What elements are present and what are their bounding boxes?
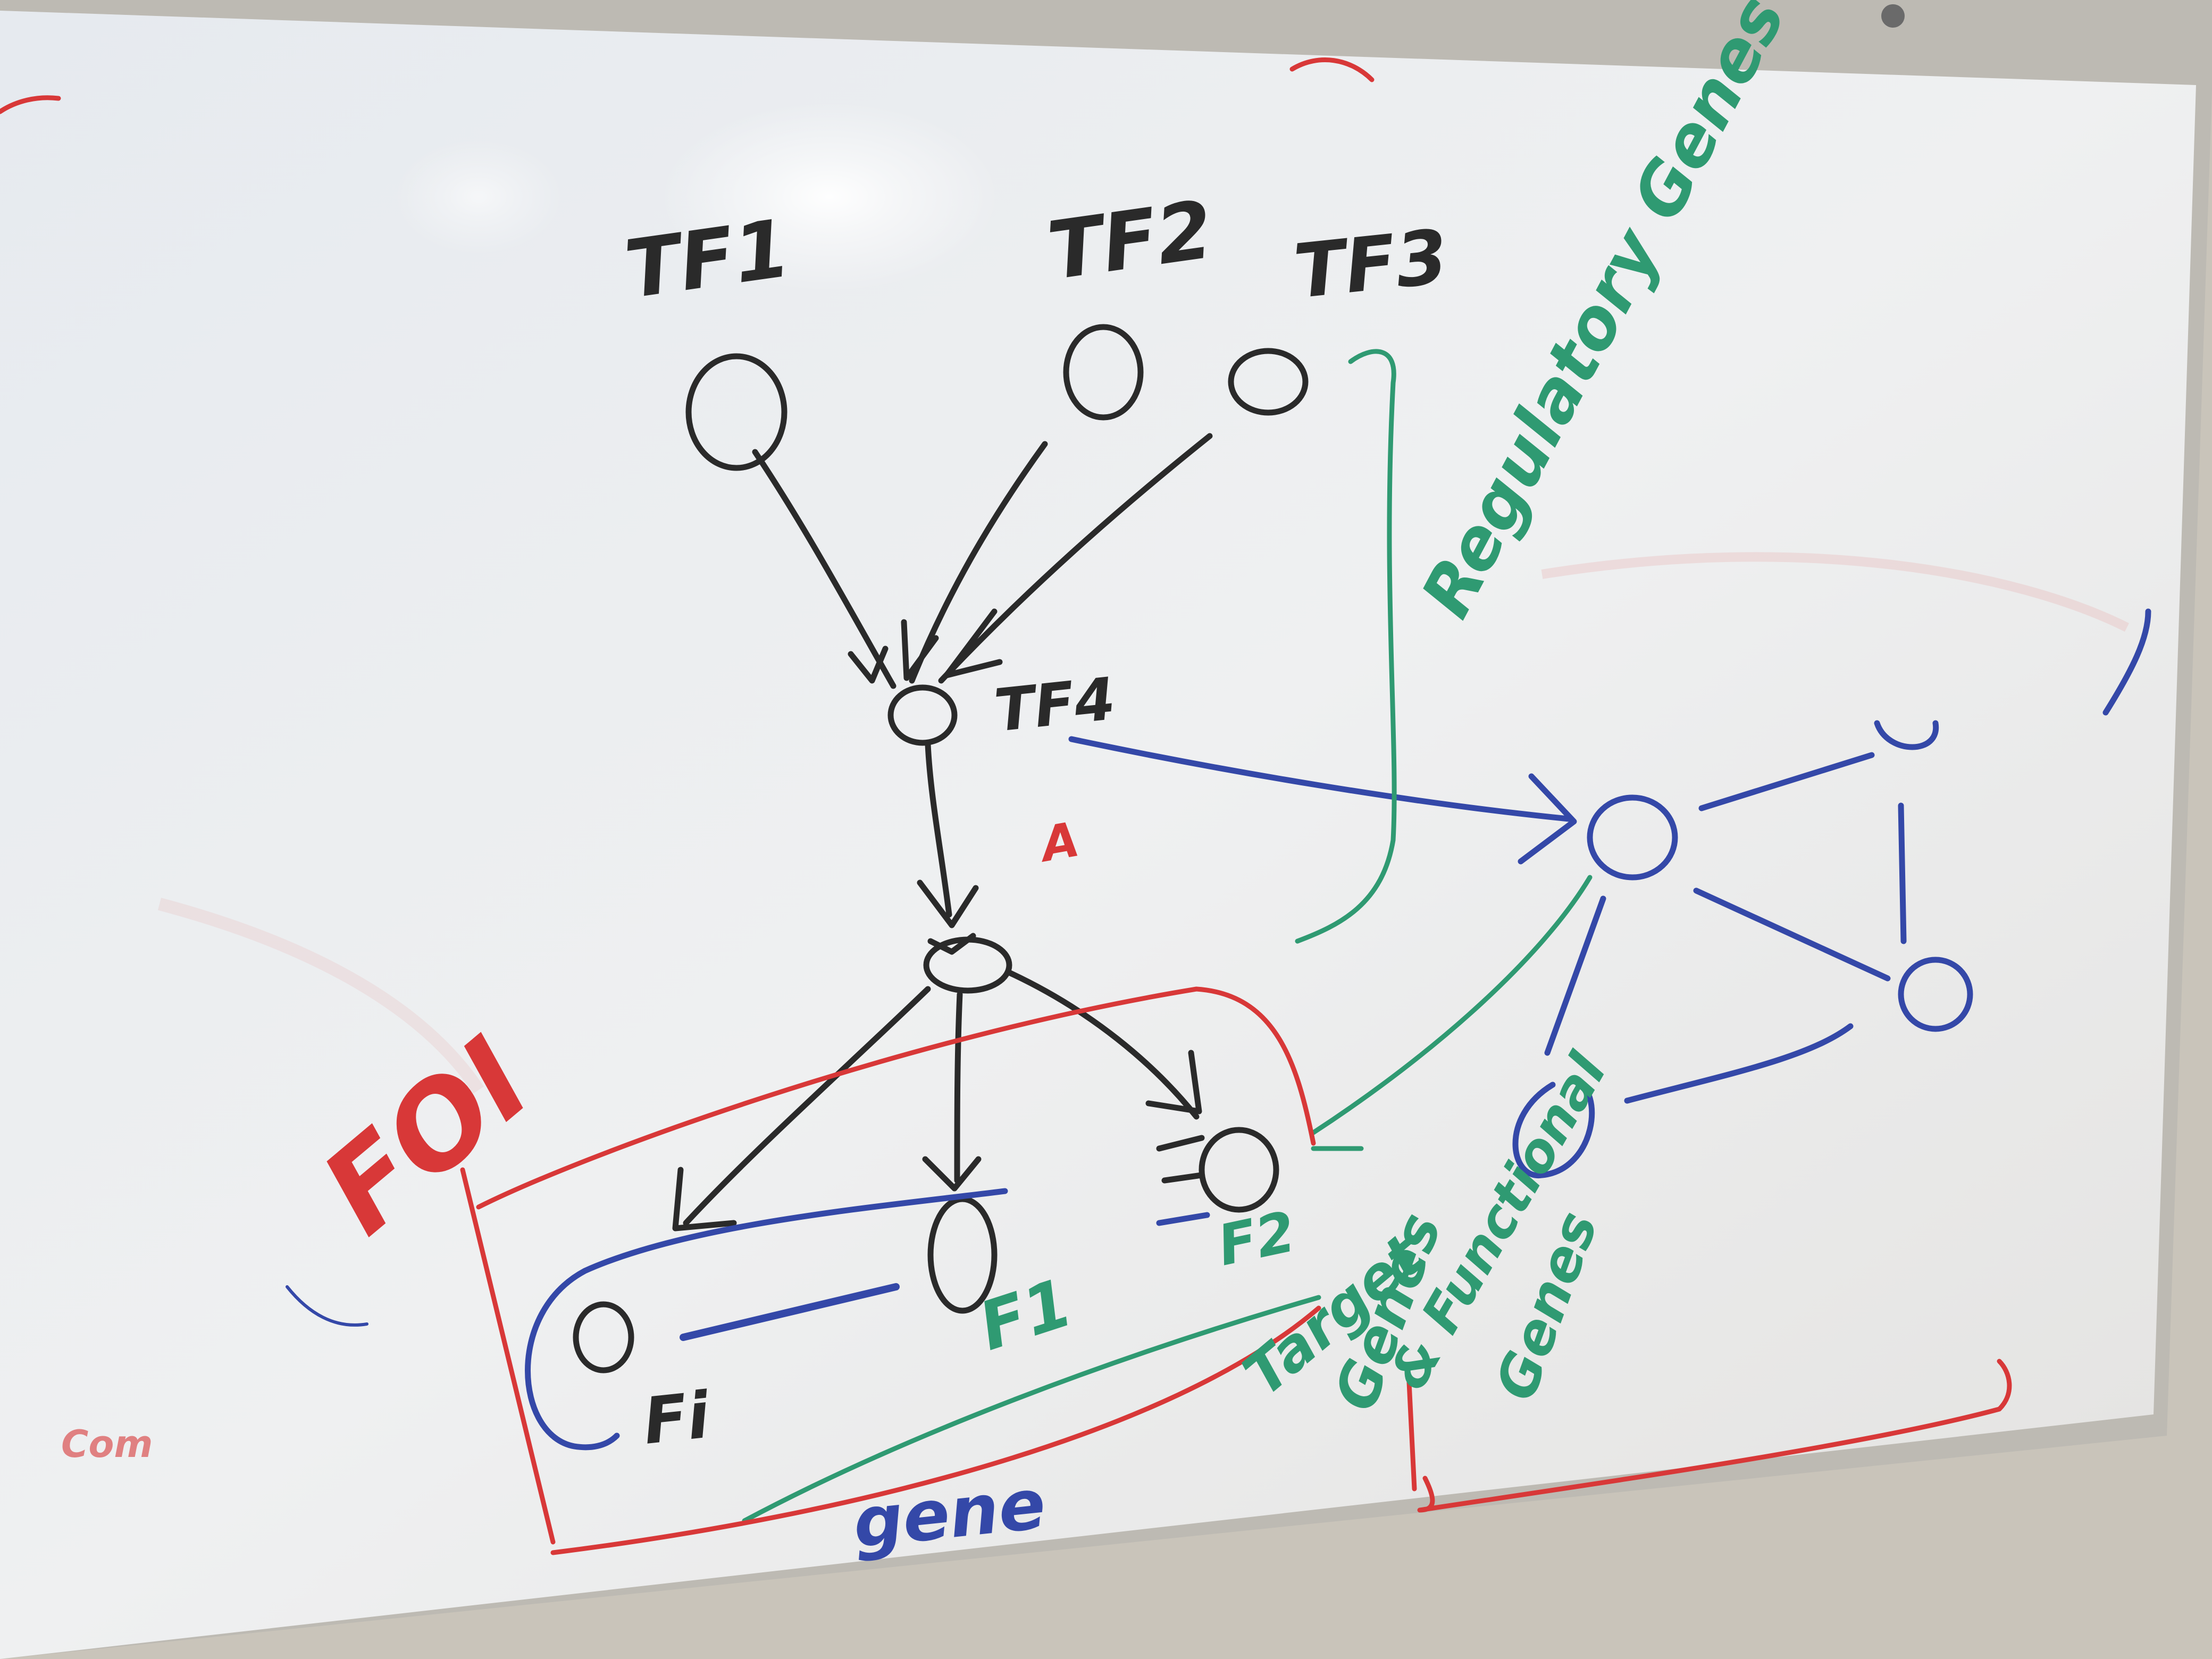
arrowhead-tf2 xyxy=(901,619,939,681)
red-smear xyxy=(1541,552,2130,632)
arrowhead-fi xyxy=(672,1167,737,1231)
label-corner-mark: Com xyxy=(61,1422,153,1466)
edge-tf4-mid xyxy=(925,741,952,918)
edge-f1-f2 xyxy=(1156,1212,1210,1226)
blue-stray-mark xyxy=(2102,608,2151,716)
node-tf1 xyxy=(685,353,787,471)
label-tf3: TF3 xyxy=(1291,214,1452,316)
light-glare-2 xyxy=(393,138,564,255)
red-box-right-side xyxy=(1406,1380,1417,1492)
label-tf4: TF4 xyxy=(991,665,1118,745)
network-edge-hub-bottom xyxy=(1544,895,1606,1056)
node-middle-tick xyxy=(927,933,976,955)
arrowhead-tf3 xyxy=(943,608,1003,678)
whiteboard-surface xyxy=(0,11,2196,1659)
green-link-hub xyxy=(1311,875,1593,1135)
node-tf2 xyxy=(1063,324,1144,421)
node-tf4 xyxy=(887,684,958,746)
network-node-top xyxy=(1874,720,1939,750)
edge-tf4-network xyxy=(1068,736,1572,822)
network-edge-bottom-right xyxy=(1624,1023,1854,1104)
network-node-bottom xyxy=(1512,1076,1595,1178)
network-edge-hub-right xyxy=(1693,887,1891,982)
network-edge-top-right xyxy=(1898,802,1907,944)
red-smear-2 xyxy=(157,898,484,1094)
arrowhead-network xyxy=(1518,773,1577,865)
blue-stray-arc xyxy=(286,1285,368,1327)
label-fi: Fi xyxy=(640,1379,714,1459)
arrowhead-f2 xyxy=(1145,1050,1202,1115)
edge-tf3-tf4 xyxy=(938,433,1213,684)
arrowhead-f1 xyxy=(922,1156,982,1192)
arrowhead-tf1 xyxy=(848,646,889,684)
board-pin xyxy=(1881,4,1905,28)
network-node-right xyxy=(1898,957,1973,1032)
edge-tf1-tf4 xyxy=(752,449,896,689)
arrowhead-mid xyxy=(917,879,979,928)
edge-mid-fi xyxy=(683,986,931,1226)
node-f2-strokes xyxy=(1156,1135,1205,1184)
label-f2: F2 xyxy=(1212,1199,1301,1278)
red-box-right xyxy=(1417,1359,2012,1513)
foi-box-left xyxy=(460,1167,556,1545)
light-glare xyxy=(659,101,1000,292)
regulatory-bracket xyxy=(1295,349,1397,944)
edge-fi-f1 xyxy=(680,1283,900,1341)
red-top-mark xyxy=(1289,57,1375,82)
node-tf3 xyxy=(1228,348,1309,416)
label-gene: gene xyxy=(849,1463,1049,1564)
foi-box-top xyxy=(476,986,1316,1210)
network-node-hub xyxy=(1587,794,1678,881)
edge-mid-f1 xyxy=(954,991,963,1184)
blue-loop xyxy=(525,1188,1008,1451)
network-edge-hub-top xyxy=(1698,752,1875,811)
node-fi xyxy=(573,1301,634,1373)
label-tf1: TF1 xyxy=(620,202,795,316)
red-corner-mark xyxy=(0,95,61,114)
target-bracket xyxy=(742,1295,1321,1523)
label-tf2: TF2 xyxy=(1043,183,1218,298)
foi-box-bottom xyxy=(550,1305,1321,1555)
edge-mid-f2 xyxy=(1007,970,1200,1120)
node-f2 xyxy=(1199,1127,1279,1213)
